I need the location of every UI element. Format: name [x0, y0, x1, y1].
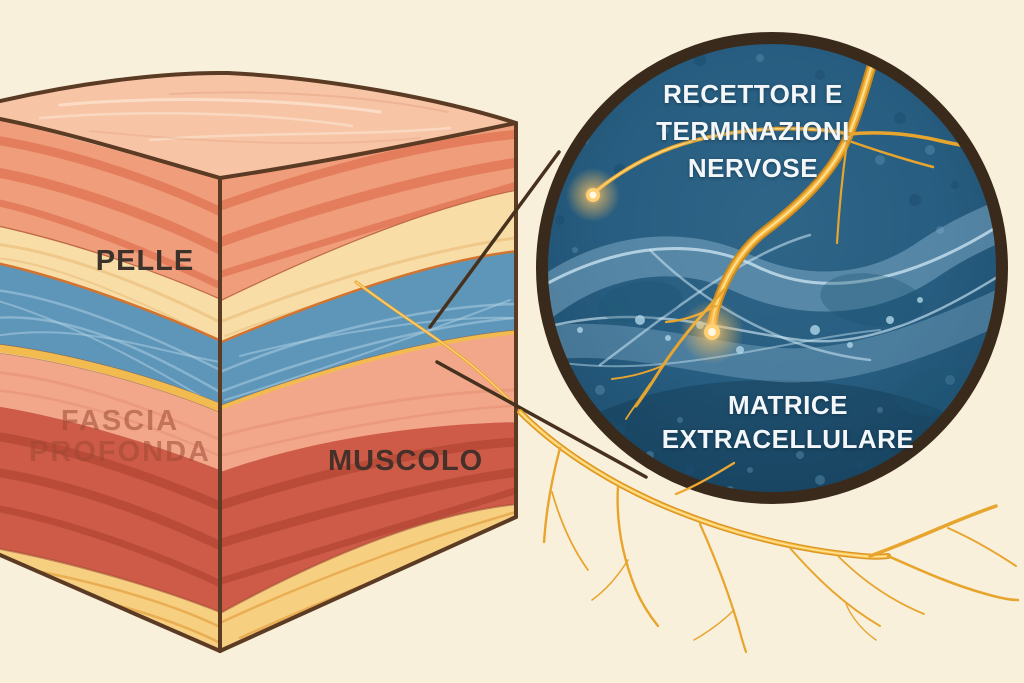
layer-deep-fascia-left: [0, 353, 220, 472]
inset-border: [536, 32, 1008, 504]
label-skin-text: PELLE: [95, 245, 195, 277]
layer-deep-fascia-right: [220, 334, 516, 474]
label-muscle-text: MUSCOLO: [328, 445, 484, 477]
label-matrix-line2: EXTRACELLULARE: [661, 424, 915, 454]
inset-circle: [536, 32, 1008, 504]
tissue-block: [0, 70, 518, 653]
layer-fat-right: [220, 190, 516, 346]
matrix-speckles-light: [572, 54, 955, 493]
label-skin: PELLE: [86, 245, 204, 278]
matrix-fiber-band: [547, 195, 997, 383]
layer-muscle-right: [220, 422, 516, 616]
matrix-speckles-dark: [555, 54, 959, 475]
block-outline: [0, 70, 518, 653]
receptor-glow-endings: [566, 168, 744, 364]
connector-lines: [428, 150, 648, 479]
connector-line-upper: [428, 150, 561, 329]
top-face-skin-surface: [0, 72, 516, 178]
label-receptors-line1: RECETTORI E: [663, 79, 843, 109]
label-muscle: MUSCOLO: [328, 445, 482, 478]
label-deep-fascia-line2: PROFONDA: [29, 436, 211, 468]
label-matrix-line1: MATRICE: [727, 390, 848, 420]
connector-line-lower: [435, 360, 648, 479]
layer-fascia-right: [220, 252, 516, 412]
label-extracellular-matrix: MATRICE EXTRACELLULARE: [648, 388, 928, 456]
label-deep-fascia-line1: FASCIA: [60, 405, 180, 437]
label-deep-fascia: FASCIA PROFONDA: [22, 406, 218, 468]
nerve-wisp-over-border: [674, 461, 736, 496]
label-receptors-line3: NERVOSE: [687, 153, 819, 183]
label-receptors-line2: TERMINAZIONI: [656, 116, 850, 146]
label-receptors-nerve-endings: RECETTORI E TERMINAZIONI NERVOSE: [628, 76, 878, 187]
nerve-branches: [517, 409, 1020, 654]
